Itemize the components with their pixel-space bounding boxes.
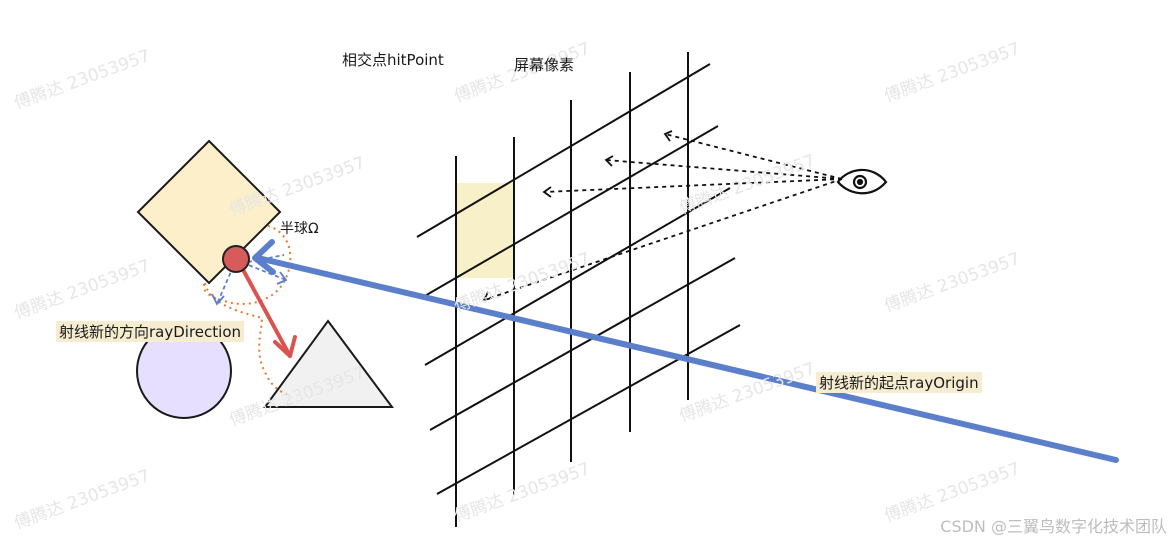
screen-grid	[416, 52, 741, 527]
ray-direction-arrowhead	[273, 335, 297, 358]
csdn-credit: CSDN @三翼鸟数字化技术团队	[940, 517, 1167, 536]
ray-origin-line	[255, 255, 1119, 463]
diamond-shape	[136, 139, 282, 285]
hemisphere-outline	[202, 225, 292, 396]
triangle-shape	[263, 319, 394, 408]
hemisphere-sample-arrowheads	[211, 271, 288, 306]
hemisphere-label: 半球Ω	[280, 221, 319, 237]
view-rays	[483, 133, 843, 301]
screen-pixel-label: 屏幕像素	[514, 56, 575, 74]
view-ray-arrowheads	[482, 130, 673, 302]
ray-origin-label: 射线新的起点rayOrigin	[816, 372, 982, 393]
hit-point-marker	[222, 245, 250, 273]
eye-icon	[836, 168, 888, 195]
hit-point-label: 相交点hitPoint	[342, 51, 444, 69]
ray-origin-arrowhead	[252, 239, 276, 275]
ray-direction-arrow	[239, 264, 292, 358]
ray-direction-label: 射线新的方向rayDirection	[56, 321, 245, 342]
